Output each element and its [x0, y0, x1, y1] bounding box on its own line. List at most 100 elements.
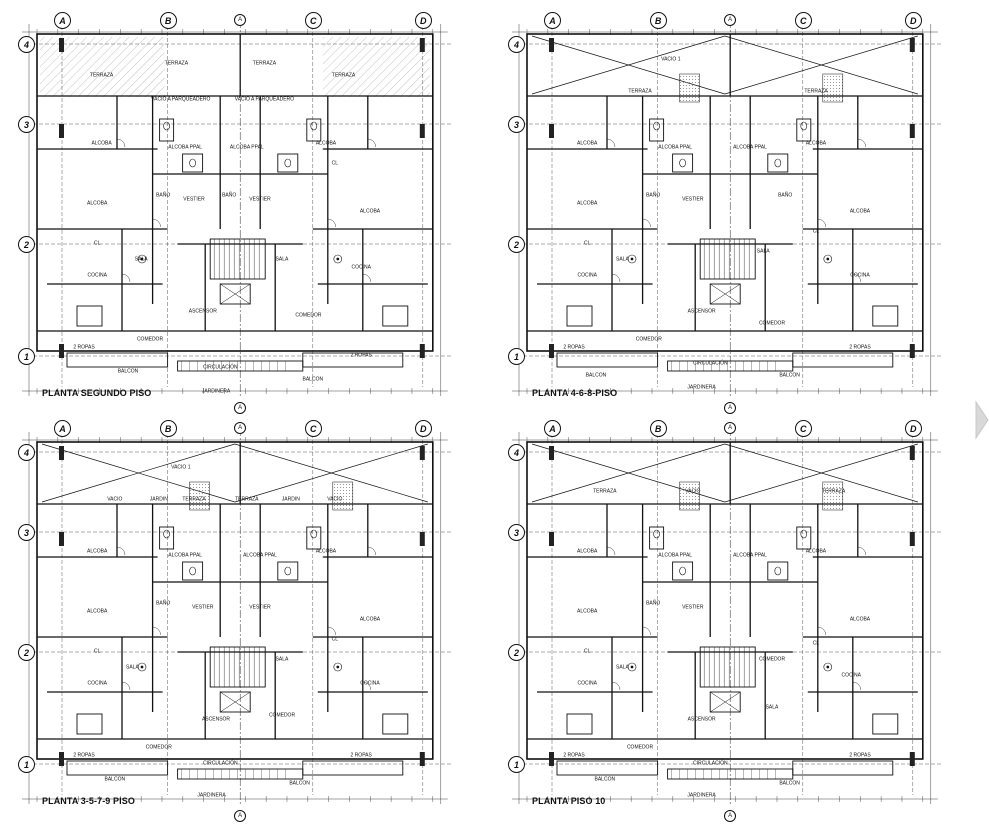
- grid-axis-col: C: [794, 420, 812, 437]
- grid-axis-row: 2: [18, 644, 35, 661]
- room-label: ALCOBA: [87, 200, 108, 207]
- room-label: JARDINERA: [201, 388, 231, 395]
- grid-axis-row: 3: [508, 116, 525, 133]
- room-label: ALCOBA: [805, 548, 827, 555]
- room-label: BAÑO: [156, 600, 171, 607]
- room-label: ALCOBA: [577, 200, 598, 207]
- room-label: CIRCULACIÓN: [203, 760, 238, 767]
- room-label: BALCON: [779, 780, 800, 787]
- room-label: ALCOBA: [87, 608, 108, 615]
- room-label: CL: [583, 240, 591, 247]
- room-label: ALCOBA: [87, 548, 108, 555]
- room-label: TERRAZA: [821, 488, 846, 495]
- room-label: 2 ROPAS: [563, 344, 585, 351]
- plan-title: PLANTA 4-6-8-PISO: [532, 388, 618, 398]
- center-axis-marker: A: [724, 402, 737, 414]
- room-label: ALCOBA: [359, 616, 381, 623]
- plan-title: PLANTA PISO 10: [532, 796, 606, 806]
- room-label: TERRAZA: [252, 60, 277, 67]
- room-label: 2 ROPAS: [849, 752, 871, 759]
- room-label: CL: [812, 228, 820, 235]
- grid-axis-col: C: [794, 12, 812, 29]
- room-label: TERRAZA: [235, 496, 259, 503]
- room-label: SALA: [125, 664, 139, 671]
- grid-axis-col: D: [414, 420, 432, 437]
- room-label: ASCENSOR: [687, 716, 716, 723]
- room-label: ALCOBA PPAL: [168, 552, 203, 559]
- room-label: BALCON: [104, 776, 126, 783]
- room-label: ALCOBA: [577, 608, 598, 615]
- room-label: CL: [93, 648, 101, 655]
- room-label: ALCOBA PPAL: [658, 144, 693, 151]
- room-label: BAÑO: [646, 600, 661, 607]
- room-label: TERRAZA: [593, 488, 617, 495]
- room-label: CL: [583, 648, 591, 655]
- floor-plan-drawing: [512, 20, 943, 397]
- room-label: COMEDOR: [268, 712, 296, 719]
- room-label: VESTIER: [249, 196, 271, 203]
- room-label: 2 ROPAS: [350, 752, 372, 759]
- room-label: JARDIN: [281, 496, 300, 503]
- grid-axis-col: A: [54, 420, 71, 437]
- room-label: VACIO 1: [171, 464, 191, 471]
- grid-axis-row: 1: [508, 756, 525, 773]
- room-label: TERRAZA: [628, 88, 652, 95]
- grid-axis-col: A: [544, 12, 561, 29]
- room-label: ALCOBA PPAL: [733, 552, 767, 559]
- next-page-icon[interactable]: [975, 400, 989, 440]
- room-label: COCINA: [360, 680, 380, 687]
- room-label: ASCENSOR: [188, 308, 217, 315]
- center-axis-marker: A: [234, 810, 247, 822]
- plan-title: PLANTA 3-5-7-9 PISO: [42, 796, 135, 806]
- room-label: COCINA: [577, 680, 597, 687]
- room-label: BALCON: [594, 776, 616, 783]
- room-label: TERRAZA: [182, 496, 206, 503]
- room-label: 2 ROPAS: [73, 752, 95, 759]
- room-label: ALCOBA PPAL: [168, 144, 203, 151]
- floor-plan-drawing: [22, 428, 453, 805]
- center-axis-marker: A: [724, 14, 737, 26]
- room-label: JARDINERA: [687, 792, 716, 799]
- room-label: COCINA: [87, 272, 107, 279]
- room-label: COCINA: [351, 264, 371, 271]
- grid-axis-row: 4: [18, 444, 35, 461]
- grid-axis-row: 1: [18, 348, 35, 365]
- room-label: BALCON: [289, 780, 310, 787]
- room-label: ALCOBA: [577, 548, 598, 555]
- room-label: SALA: [615, 664, 629, 671]
- room-label: VACIO: [107, 496, 123, 503]
- grid-axis-col: B: [159, 420, 177, 437]
- room-label: JARDINERA: [197, 792, 226, 799]
- room-label: JARDINERA: [687, 384, 716, 391]
- room-label: 2 ROPAS: [350, 352, 372, 359]
- room-label: 2 ROPAS: [73, 344, 95, 351]
- room-label: COMEDOR: [145, 744, 172, 751]
- grid-axis-row: 1: [508, 348, 525, 365]
- room-label: COCINA: [577, 272, 597, 279]
- grid-axis-row: 1: [18, 756, 35, 773]
- grid-axis-row: 4: [18, 36, 35, 53]
- room-label: COMEDOR: [136, 336, 164, 343]
- floor-plan-drawing: [512, 428, 943, 805]
- room-label: BALCON: [585, 372, 607, 379]
- grid-axis-row: 2: [18, 236, 35, 253]
- room-label: ALCOBA: [849, 208, 871, 215]
- grid-axis-row: 3: [18, 116, 35, 133]
- room-label: SALA: [134, 256, 148, 263]
- room-label: COMEDOR: [635, 336, 662, 343]
- grid-axis-row: 4: [508, 444, 525, 461]
- room-label: VESTIER: [682, 196, 704, 203]
- grid-axis-row: 4: [508, 36, 525, 53]
- room-label: ALCOBA PPAL: [658, 552, 693, 559]
- room-label: SALA: [275, 256, 289, 263]
- room-label: SALA: [275, 656, 289, 663]
- room-label: VESTIER: [192, 604, 214, 611]
- floor-plan-drawing: [22, 20, 453, 397]
- room-label: ALCOBA: [315, 140, 337, 147]
- grid-axis-col: D: [414, 12, 432, 29]
- room-label: ASCENSOR: [687, 308, 716, 315]
- room-label: CL: [331, 636, 338, 643]
- grid-axis-col: D: [904, 420, 922, 437]
